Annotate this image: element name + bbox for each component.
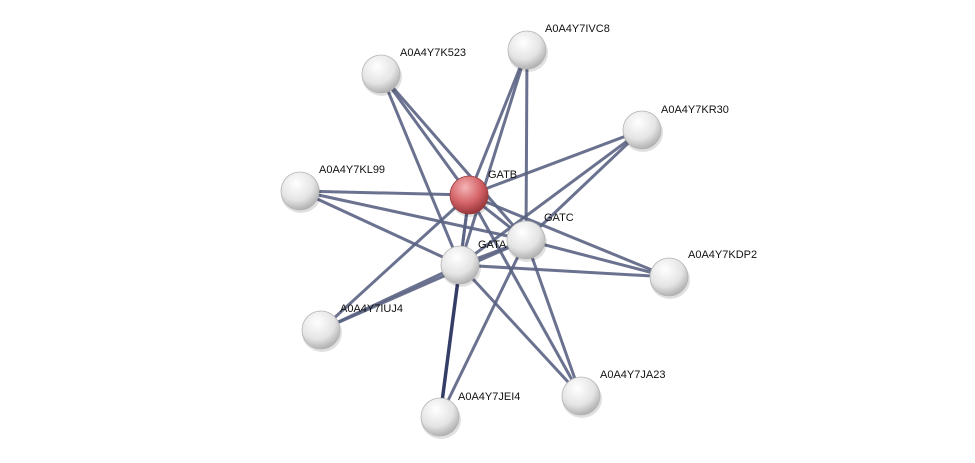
edge-a0a4y7kl99-gatb[interactable]: [299, 189, 470, 197]
node-gata[interactable]: GATA: [440, 239, 507, 287]
node-sphere[interactable]: [561, 376, 601, 416]
node-label: GATA: [478, 239, 507, 251]
node-label: GATB: [488, 169, 517, 181]
edge-a0a4y7kr30-gata[interactable]: [459, 128, 643, 267]
edge-a0a4y7kdp2-gatb[interactable]: [468, 193, 670, 279]
edge-a0a4y7ja23-gatb[interactable]: [467, 194, 583, 397]
node-a0a4y7kdp2[interactable]: A0A4Y7KDP2: [649, 249, 757, 299]
node-a0a4y7jei4[interactable]: A0A4Y7JEI4: [420, 391, 520, 439]
node-sphere[interactable]: [420, 397, 460, 437]
node-sphere[interactable]: [301, 310, 341, 350]
node-label: A0A4Y7JEI4: [458, 391, 520, 403]
edge-a0a4y7ja23-gatc[interactable]: [524, 239, 583, 397]
edge-a0a4y7ivc8-gatc[interactable]: [524, 49, 529, 241]
edge-a0a4y7kr30-gatb[interactable]: [468, 128, 643, 197]
node-label: GATC: [544, 212, 574, 224]
edge-a0a4y7iuj4-gatb[interactable]: [319, 193, 471, 332]
node-label: A0A4Y7KDP2: [688, 249, 757, 261]
node-sphere[interactable]: [507, 30, 547, 70]
edge-a0a4y7kl99-gata[interactable]: [299, 189, 461, 267]
edges-layer: [299, 49, 670, 418]
edge-a0a4y7k523-gata[interactable]: [379, 73, 462, 266]
node-label: A0A4Y7IUJ4: [340, 303, 403, 315]
node-label: A0A4Y7IVC8: [545, 23, 610, 35]
node-a0a4y7ivc8[interactable]: A0A4Y7IVC8: [507, 23, 610, 72]
nodes-layer: A0A4Y7IVC8A0A4Y7K523A0A4Y7KR30A0A4Y7KL99…: [280, 23, 757, 439]
node-sphere[interactable]: [449, 175, 489, 215]
node-label: A0A4Y7KL99: [319, 164, 385, 176]
node-a0a4y7ja23[interactable]: A0A4Y7JA23: [561, 369, 665, 418]
node-a0a4y7kr30[interactable]: A0A4Y7KR30: [622, 104, 729, 152]
edge-a0a4y7ivc8-gatb[interactable]: [467, 49, 529, 196]
node-a0a4y7iuj4[interactable]: A0A4Y7IUJ4: [301, 303, 403, 352]
edge-a0a4y7jei4-gata[interactable]: [438, 264, 462, 418]
edge-a0a4y7k523-gatb[interactable]: [379, 73, 471, 196]
node-label: A0A4Y7KR30: [661, 104, 729, 116]
edge-a0a4y7kr30-gatc[interactable]: [524, 128, 644, 242]
node-sphere[interactable]: [506, 220, 546, 260]
edge-a0a4y7kdp2-gata[interactable]: [459, 263, 670, 279]
edge-a0a4y7k523-gatc[interactable]: [379, 73, 528, 241]
node-a0a4y7k523[interactable]: A0A4Y7K523: [361, 47, 466, 96]
node-label: A0A4Y7K523: [400, 47, 466, 59]
node-sphere[interactable]: [280, 171, 320, 211]
edge-a0a4y7jei4-gatc[interactable]: [438, 239, 528, 418]
node-sphere[interactable]: [649, 257, 689, 297]
node-sphere[interactable]: [440, 245, 480, 285]
edge-a0a4y7ja23-gata[interactable]: [458, 263, 583, 398]
node-gatc[interactable]: GATC: [506, 212, 574, 262]
node-a0a4y7kl99[interactable]: A0A4Y7KL99: [280, 164, 385, 213]
node-gatb[interactable]: GATB: [449, 169, 517, 217]
edge-a0a4y7iuj4-gata[interactable]: [320, 263, 461, 332]
edge-a0a4y7kl99-gatc[interactable]: [299, 189, 527, 242]
node-sphere[interactable]: [622, 110, 662, 150]
edge-a0a4y7kdp2-gatc[interactable]: [525, 238, 670, 279]
node-label: A0A4Y7JA23: [600, 369, 665, 381]
node-sphere[interactable]: [361, 54, 401, 94]
